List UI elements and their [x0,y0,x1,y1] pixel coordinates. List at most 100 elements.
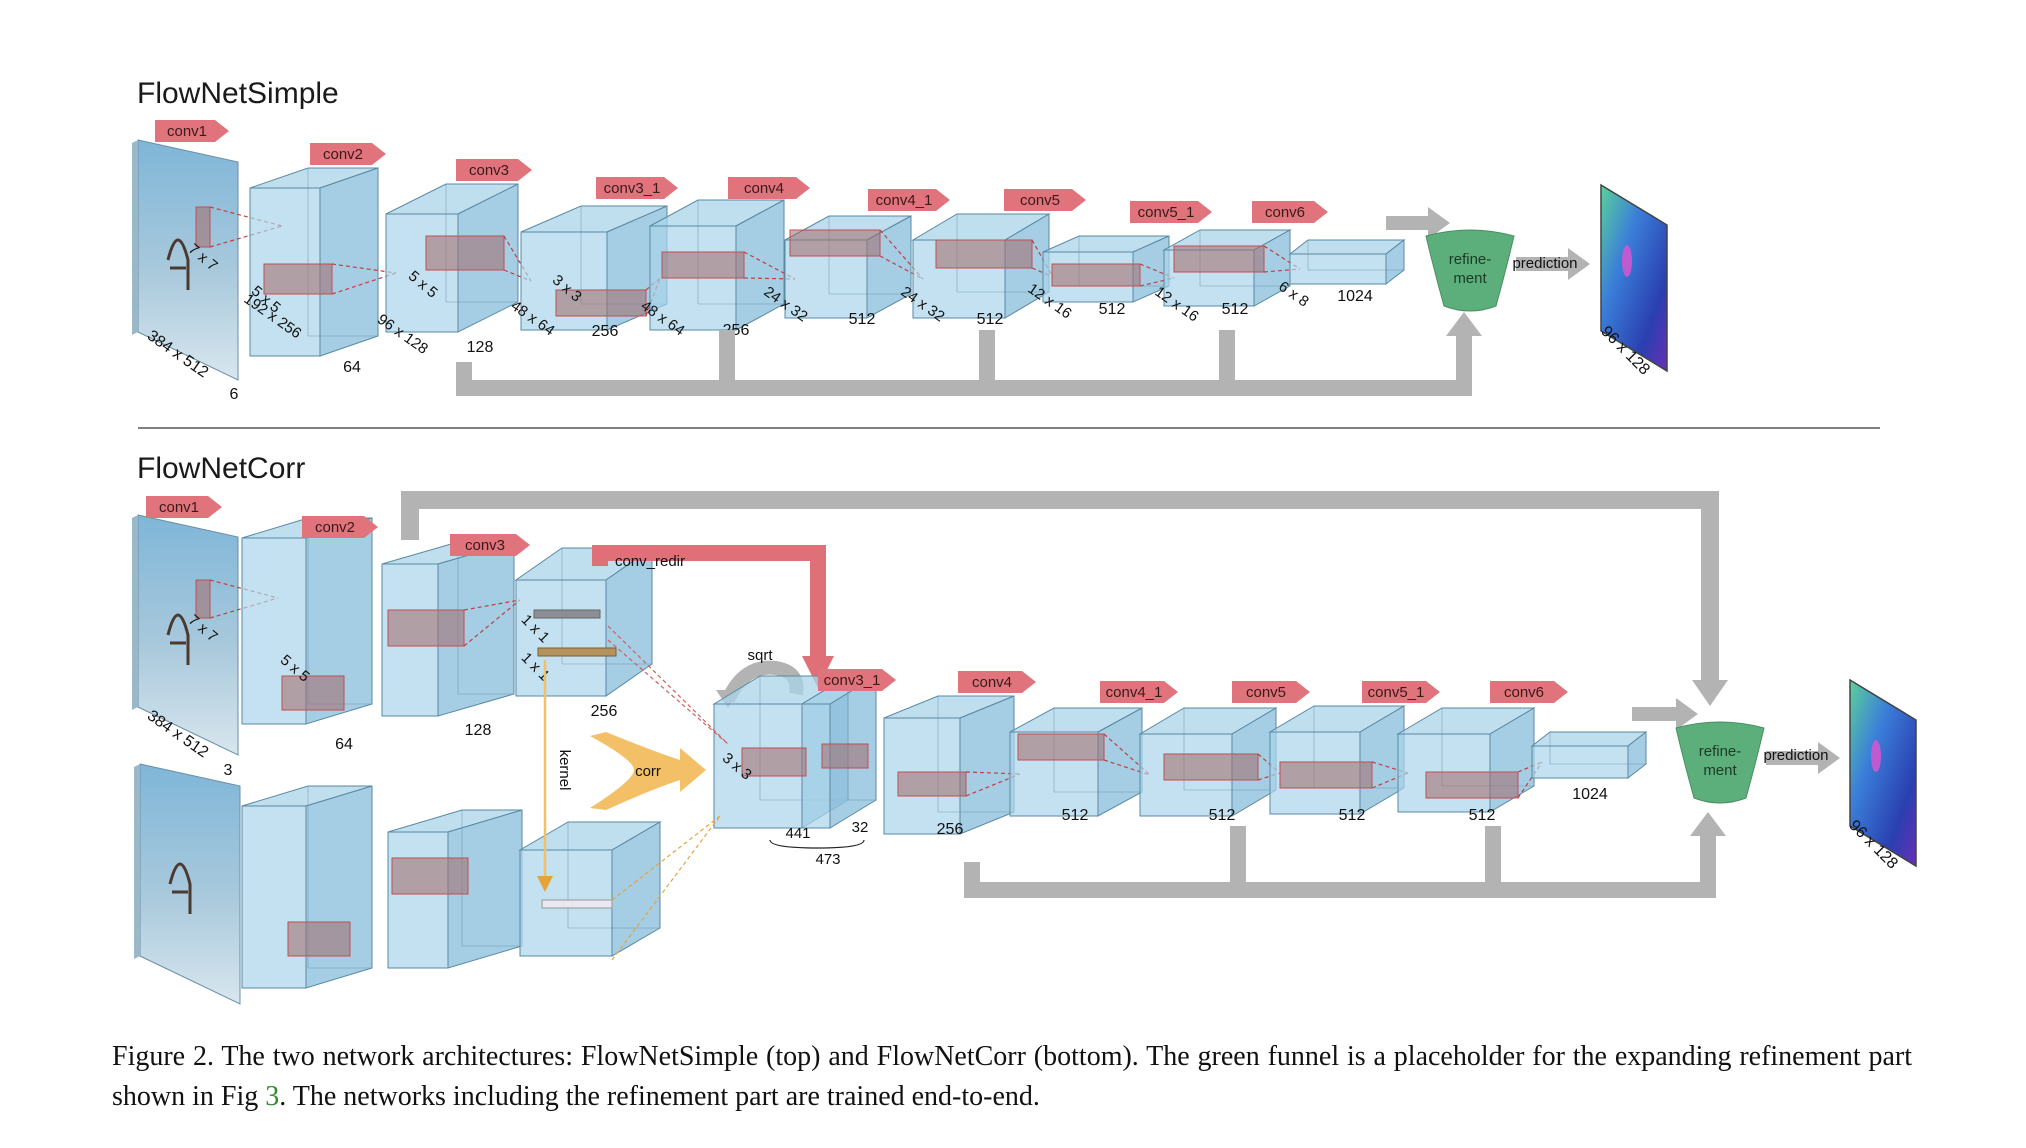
corr-tail-block-1-name-arrow [818,669,896,691]
corr-tail-block-6-top [1530,731,1648,747]
corr-tail-block-3-name-label: conv4_1 [1106,684,1163,701]
simple-block-5-name-label: conv4_1 [876,192,933,209]
simple-block-2 [385,183,519,333]
simple-refinement-label-1: ment [1453,270,1487,287]
caption-text-end: . The networks including the refinement … [279,1081,1040,1112]
corr-corr-total-label: 473 [815,851,840,868]
caption-text-start: Figure 2. The two network architectures:… [112,1041,1912,1112]
corr-tail-block-6-front [1531,745,1629,779]
corr-output-flow-blob [1871,740,1881,772]
corr-top-skip [401,491,1719,680]
corr-input-image-bottom [134,763,241,1005]
simple-block-9-top [1288,239,1406,255]
corr-tail-block-2-channels-label: 512 [1062,807,1089,824]
simple-block-7-kernel [1051,263,1141,287]
corr-bottom-conv3-block [387,809,523,969]
simple-block-5-lines [879,229,924,280]
corr-tail-block-4-kernel [1279,761,1373,789]
simple-prediction-arrow [1516,248,1590,280]
simple-block-8-kernel [1173,245,1265,273]
corr-tail-block-6-name-label: conv6 [1504,684,1544,701]
corr-tail-block-2-name-label: conv4 [972,674,1012,691]
corr-tail-block-2 [1009,707,1143,817]
corr-input-image-bottom-chair [168,862,192,914]
corr-kernel-bar [537,647,617,657]
corr-tail-block-3-kernel [1163,753,1259,781]
simple-prediction-label: prediction [1512,255,1577,272]
corr-conv3-arrow [450,534,530,556]
simple-conv1-label: conv1 [167,123,207,140]
simple-block-1-kernel [263,263,333,295]
simple-block-7-channels-label: 512 [1099,301,1126,318]
simple-block-1-side [319,167,379,357]
corr-input-image-bottom-edge [134,764,140,959]
flownet-corr-title: FlowNetCorr [137,452,306,485]
simple-block-2-name-label: conv3 [469,162,509,179]
corr-tail-block-1-side [959,695,1015,835]
caption-figure-link[interactable]: 3 [265,1081,280,1112]
corr-prediction-arrow [1766,742,1840,774]
corr-corr-label: corr [635,763,661,780]
corr-tail-block-5-name-label: conv5_1 [1368,684,1425,701]
simple-block-1-channels-label: 64 [343,359,361,376]
corr-top-redir-block [514,547,654,697]
corr-conv3-channels-label: 128 [465,722,492,739]
corr-top-to-corr-lines [607,625,729,745]
corr-tail-block-3-name-arrow [1100,681,1178,703]
simple-block-2-name-arrow [456,159,532,181]
corr-output-flow-face [1849,678,1917,868]
corr-top-conv3-kernel [387,609,465,647]
corr-tail-block-5-kernel [1425,771,1519,799]
corr-prediction-label: prediction [1763,747,1828,764]
corr-skip-bus [964,846,1716,898]
corr-tail-block-6-name-arrow [1490,681,1568,703]
simple-block-6-name-label: conv5 [1020,192,1060,209]
simple-conv1-arrow [155,120,229,142]
corr-corr-kernel [741,747,807,777]
simple-block-5-name-arrow [868,189,950,211]
simple-block-8-channels-label: 512 [1222,301,1249,318]
corr-refinement-shape [1675,721,1765,804]
corr-conv1-label: conv1 [159,499,199,516]
corr-tail-block-1-kernel [897,771,967,797]
corr-corr-channels-b: 32 [852,819,869,836]
corr-output-flow [1849,678,1917,868]
simple-output-flow-face [1600,183,1668,373]
corr-tail-block-2-name-arrow [958,671,1036,693]
simple-block-7-name-arrow [1130,201,1212,223]
corr-refinement-label-1: ment [1703,762,1737,779]
corr-redir-path [592,545,826,660]
simple-skip-bus [456,348,1472,396]
corr-tail-block-1-channels-label: 256 [937,821,964,838]
simple-block-8-name-label: conv6 [1265,204,1305,221]
simple-output-flow [1600,183,1668,373]
corr-tail-block-5-channels-label: 512 [1469,807,1496,824]
simple-block-5-kernel [789,229,881,257]
corr-input-image-top-edge [132,515,138,710]
simple-block-6-name-arrow [1004,189,1086,211]
flownet-simple-title: FlowNetSimple [137,77,339,110]
corr-redir-kernel-bar [533,609,601,619]
simple-block-2-kernel [425,235,505,271]
corr-kernel-label: kernel [556,750,573,791]
simple-block-4-kernel [661,251,745,279]
corr-bottom-conv2-kernel [287,921,351,957]
simple-block-2-channels-label: 128 [467,339,494,356]
simple-block-4-name-arrow [728,177,810,199]
corr-bottom-feature-block [518,821,662,957]
corr-tail-block-1-name-label: conv3_1 [824,672,881,689]
corr-conv2-channels-label: 64 [335,736,353,753]
simple-output-flow-blob [1622,245,1632,277]
corr-conv1-kernel [195,579,211,619]
corr-conv1-arrow [146,496,222,518]
corr-bottom-to-corr-lines [611,815,721,961]
simple-conv1-channels-label: 6 [230,386,239,403]
corr-redir-label: conv_redir [615,553,685,570]
corr-top-redir-block-front [515,579,607,697]
corr-top-conv2-kernel [281,675,345,711]
corr-conv3-label: conv3 [465,537,505,554]
corr-bottom-conv3-block-front [387,831,449,969]
